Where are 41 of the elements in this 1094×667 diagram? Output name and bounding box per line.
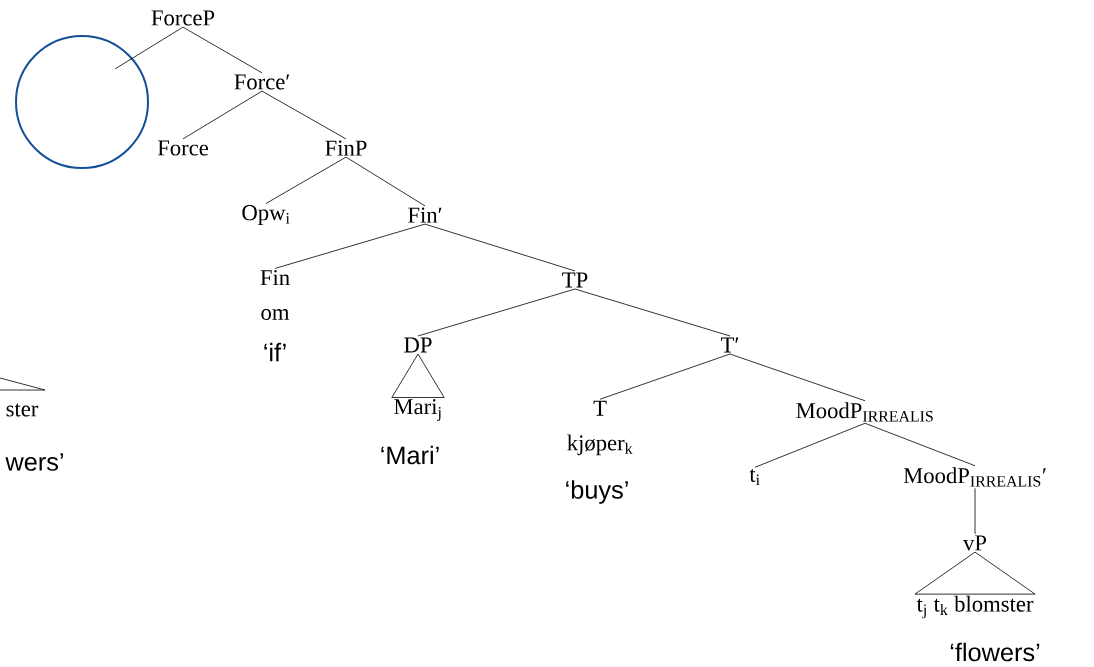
branch-line	[182, 26, 263, 74]
tree-label: T′	[721, 337, 739, 353]
branch-line	[345, 156, 426, 207]
branch-line	[864, 422, 976, 467]
tree-label: Fin om	[260, 270, 290, 320]
branch-line	[265, 156, 347, 204]
circle-mark	[15, 35, 149, 169]
triangle-branch	[391, 353, 445, 398]
tree-label: MoodP$_{IRREALIS}$′	[903, 467, 1046, 487]
branch-line	[974, 487, 976, 535]
tree-label: T kjøper$_{k}$	[567, 400, 633, 456]
branch-line	[729, 353, 866, 402]
gloss-text: ‘Mari’	[381, 445, 439, 465]
triangle-branch	[914, 551, 1036, 595]
branch-line	[574, 288, 731, 337]
tree-label: MoodP$_{IRREALIS}$	[796, 402, 933, 422]
tree-label: ForceP	[151, 10, 215, 26]
tree-label: FinP	[325, 140, 367, 156]
tree-label: Force′	[234, 74, 290, 90]
tree-label: t$_{j}$ t$_{k}$ blomster	[916, 595, 1034, 619]
branch-line	[261, 90, 347, 140]
tree-label: wers’	[5, 453, 63, 471]
gloss-text: ‘if’	[264, 342, 286, 362]
tree-label: Force	[157, 140, 209, 156]
tree-label: Mari$_{j}$	[394, 399, 441, 421]
tree-label: DP	[404, 337, 432, 353]
tree-label: ster	[6, 403, 39, 417]
gloss-text: ‘flowers’	[950, 642, 1040, 662]
tree-label: Opw$_{i}$	[242, 205, 290, 225]
branch-line	[182, 90, 263, 140]
tree-label: Fin′	[408, 207, 442, 223]
branch-line	[114, 26, 184, 70]
gloss-text: ‘buys’	[566, 480, 628, 504]
branch-line	[599, 353, 731, 400]
branch-line	[274, 223, 426, 269]
tree-label: vP	[963, 535, 987, 551]
tree-label: TP	[562, 272, 588, 288]
branch-line	[417, 288, 576, 337]
tree-label: t$_{i}$	[749, 468, 760, 486]
branch-line	[754, 422, 866, 468]
branch-line	[424, 223, 576, 272]
